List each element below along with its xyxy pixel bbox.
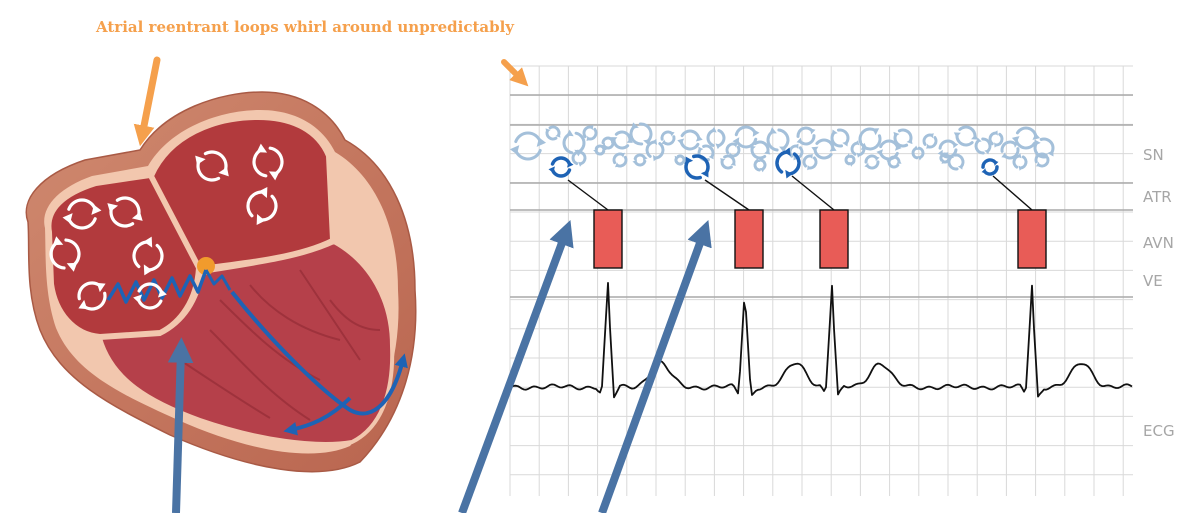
loop-arc [1039,158,1050,168]
circular-arrow-icon [889,125,916,152]
loop-arc [655,144,664,160]
loop-arc [851,142,857,154]
avn-conduction-blocks [568,176,1046,268]
loop-arc [1005,149,1021,161]
loop-arrowhead [952,130,961,139]
loop-arc [899,127,914,141]
loop-arc [680,142,698,150]
avn-connector-line [705,180,749,210]
loop-arc [838,127,850,143]
loop-arc [581,152,586,163]
loop-arc [1021,157,1027,169]
loop-arc [974,141,983,155]
loop-arc [955,153,965,167]
row-label-sn: SN [1143,146,1164,164]
circular-arrow-icon [885,155,903,170]
avn-connector-line [792,176,834,210]
loop-arc [660,130,672,139]
loop-arc [761,159,766,169]
loop-arc [865,154,877,162]
loop-arc [635,155,645,159]
loop-arc [628,127,642,147]
loop-arc [867,162,879,170]
circular-arrow-icon [632,154,648,165]
heart-illustration [26,92,415,472]
loop-arc [604,143,614,149]
loop-arc [800,136,816,147]
diagram-title: Atrial reentrant loops whirl around unpr… [95,18,515,36]
loop-arc [516,150,540,159]
orange-arrow-grid [504,62,522,80]
loop-arc [981,158,995,167]
avn-connector-line [993,176,1032,210]
loop-arc [754,161,759,171]
loop-arc [796,126,812,137]
avn-connector-line [568,180,608,210]
avn-conduction-box [820,210,848,268]
circular-arrow-icon [753,156,766,173]
loop-arc [1017,126,1037,136]
loop-arc [892,135,907,149]
loop-arc [1041,136,1056,153]
loop-arc [602,137,612,143]
avn-conduction-box [594,210,622,268]
loop-arc [516,133,540,142]
loop-arc [708,130,714,145]
circular-arrow-icon [548,158,573,176]
circular-arrow-icon [793,124,820,147]
loop-arc [719,131,725,146]
circular-arrow-icon [920,130,940,151]
sinus-node-loops [510,117,1059,186]
loop-arc [939,139,955,148]
circular-arrow-icon [510,133,546,159]
row-label-ecg: ECG [1143,422,1175,440]
ecg-grid [510,66,1133,496]
loop-arc [573,152,578,163]
row-label-avn: AVN [1143,234,1174,252]
steel-arrow-second-beat [602,232,704,513]
loop-arc [985,167,999,176]
steel-arrow-first-beat [462,232,566,513]
loop-arc [919,148,923,158]
loop-arc [664,137,676,146]
orange-arrow-heart [142,60,157,136]
row-label-atr: ATR [1143,188,1172,206]
loop-arc [635,161,645,165]
circular-arrow-icon [862,153,882,170]
loop-arc [846,156,849,164]
avn-conduction-box [735,210,763,268]
loop-arc [694,152,712,173]
circular-arrow-icon [543,123,564,143]
loop-arc [856,125,875,142]
circular-arrow-icon [626,117,656,151]
circular-arrow-icon [912,145,924,161]
circular-arrow-icon [978,157,1001,177]
circular-arrow-icon [1029,133,1059,164]
loop-arc [851,156,854,164]
loop-arc [553,170,570,176]
avn-conduction-box [1018,210,1046,268]
loop-arc [735,126,754,135]
loop-arc [553,158,570,164]
loop-arc [779,128,790,148]
loop-arc [1032,143,1047,160]
loop-arc [563,134,572,154]
circular-arrow-icon [846,153,855,167]
steel-arrow-av-node [176,350,181,513]
row-label-ve: VE [1143,272,1163,290]
